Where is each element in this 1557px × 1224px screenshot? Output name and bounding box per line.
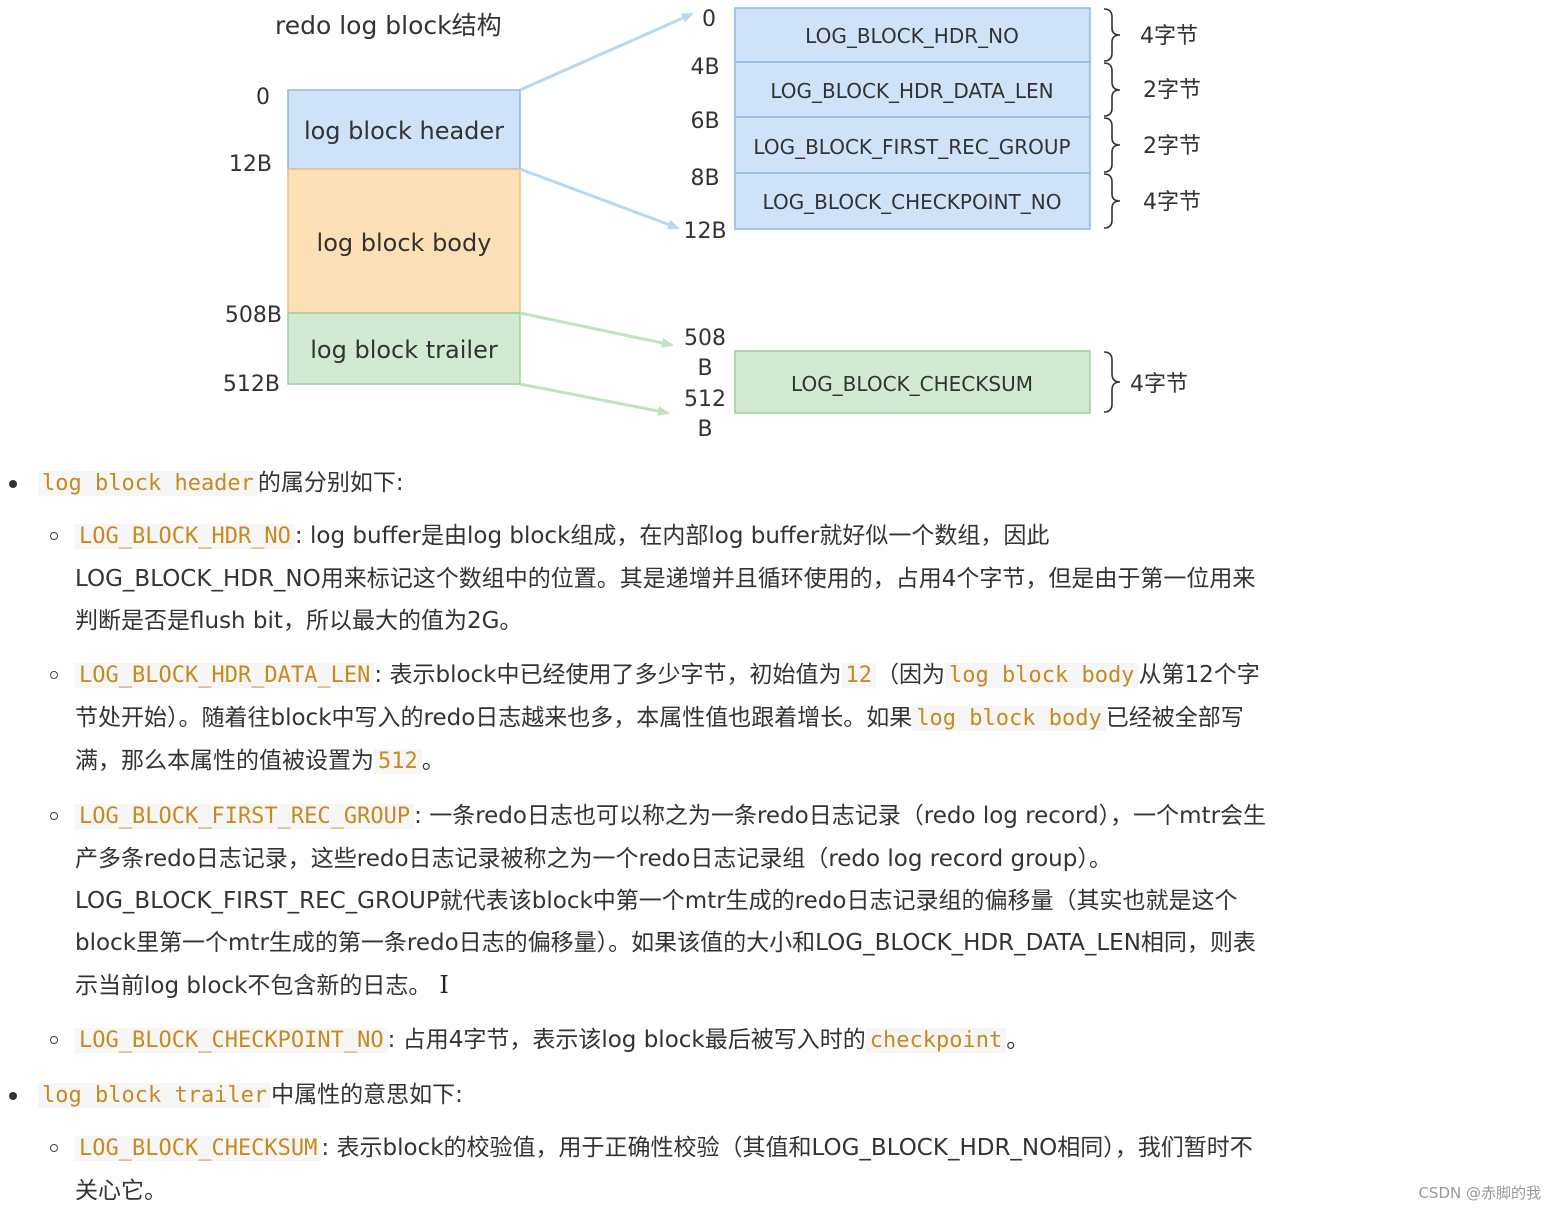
header-field-first-rec-group [734, 116, 1091, 174]
header-offset-6b: 6B [690, 109, 719, 134]
data-len-text-2: （因为 [876, 662, 945, 688]
header-field-hdr-no [734, 7, 1091, 63]
inline-code: log block body [912, 706, 1106, 731]
data-len-text-4: 已经被全部写满，那么本属性的值被设置为 [75, 705, 1244, 774]
log-block-body-label: log block body [317, 229, 492, 257]
trailer-offset-512-unit: B [697, 417, 712, 442]
header-field-table: LOG_BLOCK_HDR_NO LOG_BLOCK_HDR_DATA_LEN … [734, 7, 1091, 230]
left-offset-0: 0 [256, 85, 270, 110]
data-len-text-3: 从第12个字节处开始）。随着往block中写入的redo日志越来也多，本属性值也… [75, 662, 1260, 731]
size-first-rec-group: 2字节 [1143, 134, 1201, 159]
inline-code: 512 [374, 749, 422, 774]
data-len-item: LOG_BLOCK_HDR_DATA_LEN: 表示block中已经使用了多少字… [0, 654, 1275, 783]
arrow-header-bottom [519, 167, 680, 230]
brace-icon [1103, 351, 1121, 413]
checksum-text: : 表示block的校验值，用于正确性校验（其值和LOG_BLOCK_HDR_N… [75, 1135, 1253, 1204]
arrow-header-top [519, 12, 694, 92]
inline-code: LOG_BLOCK_HDR_DATA_LEN [75, 663, 375, 688]
data-len-text-1: : 表示block中已经使用了多少字节，初始值为 [374, 662, 842, 688]
arrow-trailer-bottom [519, 382, 670, 416]
first-rec-group-item: LOG_BLOCK_FIRST_REC_GROUP: 一条redo日志也可以称之… [0, 795, 1275, 1007]
checkpoint-text-1: : 占用4字节，表示该log block最后被写入时的 [387, 1027, 866, 1053]
data-len-text-5: 。 [421, 748, 445, 774]
header-field-checkpoint-no [734, 172, 1091, 230]
size-hdr-no: 4字节 [1140, 24, 1198, 49]
hdr-no-item: LOG_BLOCK_HDR_NO: log buffer是由log block组… [0, 515, 1275, 642]
header-sizes: 4字节 2字节 2字节 4字节 [1140, 24, 1201, 215]
brace-icon [1103, 173, 1121, 229]
inline-code: log block body [945, 663, 1139, 688]
log-block-header-box [287, 89, 521, 170]
log-block-body-box [287, 168, 521, 314]
left-block-stack: log block header log block body log bloc… [287, 89, 521, 385]
trailer-offset-508: 508 [684, 326, 726, 351]
header-field-checkpoint-no-label: LOG_BLOCK_CHECKPOINT_NO [763, 190, 1062, 214]
redo-log-block-diagram: redo log block结构 log block header log bl… [223, 7, 1201, 442]
header-offset-8b: 8B [690, 166, 719, 191]
log-block-trailer-box [287, 312, 521, 385]
brace-icon [1103, 62, 1121, 117]
checkpoint-no-item: LOG_BLOCK_CHECKPOINT_NO: 占用4字节，表示该log bl… [0, 1019, 1275, 1062]
inline-code: LOG_BLOCK_FIRST_REC_GROUP [75, 804, 415, 829]
header-offset-0: 0 [702, 7, 716, 32]
inline-code: log block trailer [38, 1083, 272, 1108]
trailer-offset-508-unit: B [697, 356, 712, 381]
watermark: CSDN @赤脚的我 [1418, 1184, 1541, 1202]
inline-code: log block header [38, 471, 258, 496]
brace-icon [1103, 117, 1121, 173]
checkpoint-text-2: 。 [1006, 1027, 1030, 1053]
trailer-field-checksum-label: LOG_BLOCK_CHECKSUM [791, 372, 1033, 396]
header-field-data-len-label: LOG_BLOCK_HDR_DATA_LEN [770, 79, 1053, 103]
size-checkpoint-no: 4字节 [1143, 190, 1201, 215]
trailer-offset-512: 512 [684, 387, 726, 412]
trailer-offsets: 508 B 512 B [684, 326, 726, 442]
trailer-field-checksum [734, 350, 1091, 414]
inline-code: LOG_BLOCK_HDR_NO [75, 524, 295, 549]
arrow-trailer-top [519, 311, 674, 348]
header-offsets: 0 4B 6B 8B 12B [683, 7, 726, 244]
inline-code: LOG_BLOCK_CHECKPOINT_NO [75, 1028, 388, 1053]
header-offset-12b: 12B [683, 219, 726, 244]
trailer-intro-text: 中属性的意思如下: [271, 1082, 463, 1108]
left-offset-12b: 12B [229, 152, 272, 177]
hdr-no-text: : log buffer是由log block组成，在内部log buffer就… [75, 523, 1256, 634]
text-cursor-icon: I [439, 971, 449, 999]
left-offsets: 0 12B 508B 512B [223, 85, 282, 397]
left-offset-512b: 512B [223, 372, 280, 397]
inline-code: 12 [841, 663, 876, 688]
header-field-first-rec-group-label: LOG_BLOCK_FIRST_REC_GROUP [753, 135, 1070, 159]
header-intro-text: 的属分别如下: [257, 470, 404, 496]
diagram-title: redo log block结构 [275, 11, 502, 40]
size-data-len: 2字节 [1143, 78, 1201, 103]
inline-code: LOG_BLOCK_CHECKSUM [75, 1136, 322, 1161]
brace-icon [1103, 8, 1121, 62]
header-size-braces [1103, 8, 1121, 229]
log-block-trailer-label: log block trailer [310, 336, 498, 364]
first-rec-group-text: : 一条redo日志也可以称之为一条redo日志记录（redo log reco… [75, 803, 1267, 999]
checksum-item: LOG_BLOCK_CHECKSUM: 表示block的校验值，用于正确性校验（… [0, 1127, 1275, 1212]
header-offset-4b: 4B [690, 55, 719, 80]
inline-code: checkpoint [865, 1028, 1007, 1053]
left-offset-508b: 508B [225, 303, 282, 328]
header-field-hdr-no-label: LOG_BLOCK_HDR_NO [805, 24, 1019, 48]
log-block-header-label: log block header [304, 117, 504, 145]
size-checksum: 4字节 [1130, 372, 1188, 397]
